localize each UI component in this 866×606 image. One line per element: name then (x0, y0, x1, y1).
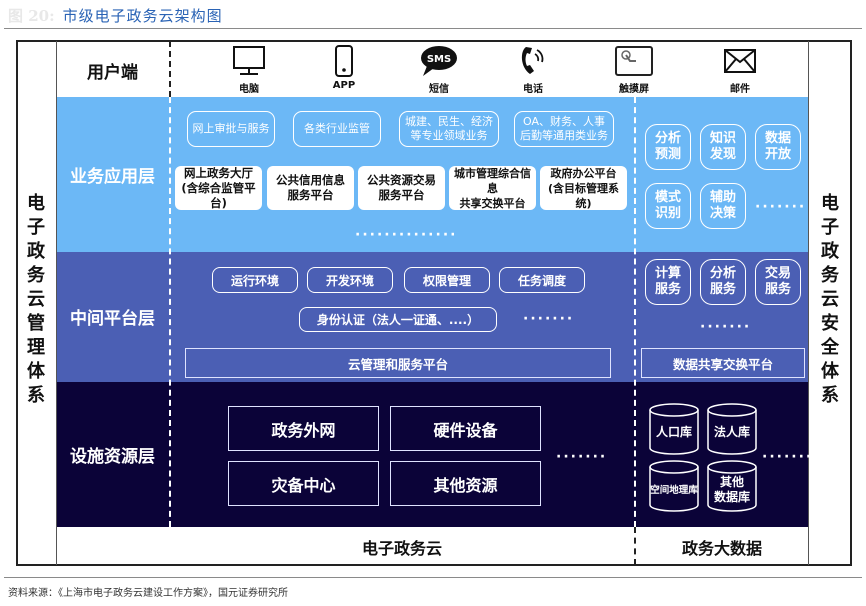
terminal-phone: 电话 (503, 44, 563, 95)
database-cylinder: 法人库 (706, 402, 758, 456)
figure-title: 图 20: 市级电子政务云架构图 (8, 5, 223, 27)
business-service: 各类行业监管 (293, 111, 381, 147)
terminal-touchscreen: 触摸屏 (604, 44, 664, 95)
business-service: OA、财务、人事 后勤等通用类业务 (514, 111, 614, 147)
middle-more-ellipsis: ······· (523, 311, 575, 327)
business-platform: 公共信用信息 服务平台 (267, 166, 354, 210)
database-icon (707, 460, 757, 512)
bigdata-service: 分析 服务 (700, 259, 746, 305)
database-icon (649, 460, 699, 512)
svg-text:SMS: SMS (427, 54, 451, 65)
cloud-management-system-label: 电子政务云管理体系 (27, 193, 45, 406)
business-platform: 公共资源交易 服务平台 (358, 166, 445, 210)
database-more-ellipsis: ······· (762, 449, 814, 465)
touchscreen-icon (604, 44, 664, 78)
figure-title-text: 市级电子政务云架构图 (62, 7, 223, 25)
diagram-frame (16, 40, 852, 566)
mail-icon (710, 44, 770, 78)
bigdata-service: 计算 服务 (645, 259, 691, 305)
egov-cloud-label: 电子政务云 (361, 539, 442, 558)
infra-resource: 其他资源 (390, 461, 541, 506)
business-service: 城建、民生、经济 等专业领域业务 (399, 111, 499, 147)
infra-more-ellipsis: ······· (556, 449, 608, 465)
middle-env: 运行环境 (212, 267, 298, 293)
bigdata-capability-more: ······· (755, 199, 807, 215)
business-service: 网上审批与服务 (187, 111, 275, 147)
bigdata-service-more: ······· (700, 319, 752, 335)
figure-number: 图 20: (8, 7, 55, 25)
business-platform: 政府办公平台 (含目标管理系统) (540, 166, 627, 210)
database-icon (649, 403, 699, 455)
cloud-management-platform: 云管理和服务平台 (185, 348, 611, 378)
infra-resource: 政务外网 (228, 406, 379, 451)
database-cylinder: 空间地理库 (648, 459, 700, 513)
sms-bubble-icon: SMS (409, 44, 469, 78)
middle-env: 开发环境 (307, 267, 393, 293)
label-divider (169, 97, 171, 527)
source-note: 资料来源：《上海市电子政务云建设工作方案》，国元证券研究所 (8, 588, 288, 599)
database-icon (707, 403, 757, 455)
source-divider (4, 577, 862, 578)
bigdata-divider (634, 97, 636, 527)
title-divider (4, 28, 862, 29)
business-layer-label: 业务应用层 (70, 167, 155, 187)
business-platform: 网上政务大厅 (含综合监管平台) (175, 166, 262, 210)
infra-resource: 硬件设备 (390, 406, 541, 451)
middle-env: 任务调度 (499, 267, 585, 293)
phone-icon (503, 44, 563, 78)
bigdata-service: 交易 服务 (755, 259, 801, 305)
left-column-divider (56, 41, 57, 565)
terminal-app: APP (314, 44, 374, 91)
bigdata-divider-bottom (634, 527, 636, 565)
infra-resource: 灾备中心 (228, 461, 379, 506)
label-divider-user (169, 41, 171, 97)
gov-bigdata-label: 政务大数据 (681, 539, 762, 558)
business-more-ellipsis: ·············· (355, 227, 458, 243)
terminal-mail: 邮件 (710, 44, 770, 95)
data-exchange-platform: 数据共享交换平台 (641, 348, 805, 378)
database-cylinder: 其他 数据库 (706, 459, 758, 513)
user-layer-label: 用户端 (87, 63, 138, 83)
identity-auth: 身份认证（法人一证通、....） (299, 307, 497, 332)
bigdata-capability: 模式 识别 (645, 183, 691, 229)
monitor-icon (219, 44, 279, 78)
database-cylinder: 人口库 (648, 402, 700, 456)
right-column-divider (808, 41, 809, 565)
bigdata-capability: 数据 开放 (755, 124, 801, 170)
terminal-sms: SMS 短信 (409, 44, 469, 95)
infra-layer-label: 设施资源层 (70, 447, 155, 467)
bigdata-capability: 知识 发现 (700, 124, 746, 170)
middle-layer-label: 中间平台层 (70, 309, 155, 329)
smartphone-icon (314, 44, 374, 78)
bottom-band (56, 527, 808, 565)
bigdata-capability: 分析 预测 (645, 124, 691, 170)
bigdata-capability: 辅助 决策 (700, 183, 746, 229)
terminal-computer: 电脑 (219, 44, 279, 95)
middle-env: 权限管理 (404, 267, 490, 293)
cloud-security-system-label: 电子政务云安全体系 (821, 193, 839, 406)
business-platform: 城市管理综合信息 共享交换平台 (449, 166, 536, 210)
middle-layer-band (56, 252, 808, 382)
